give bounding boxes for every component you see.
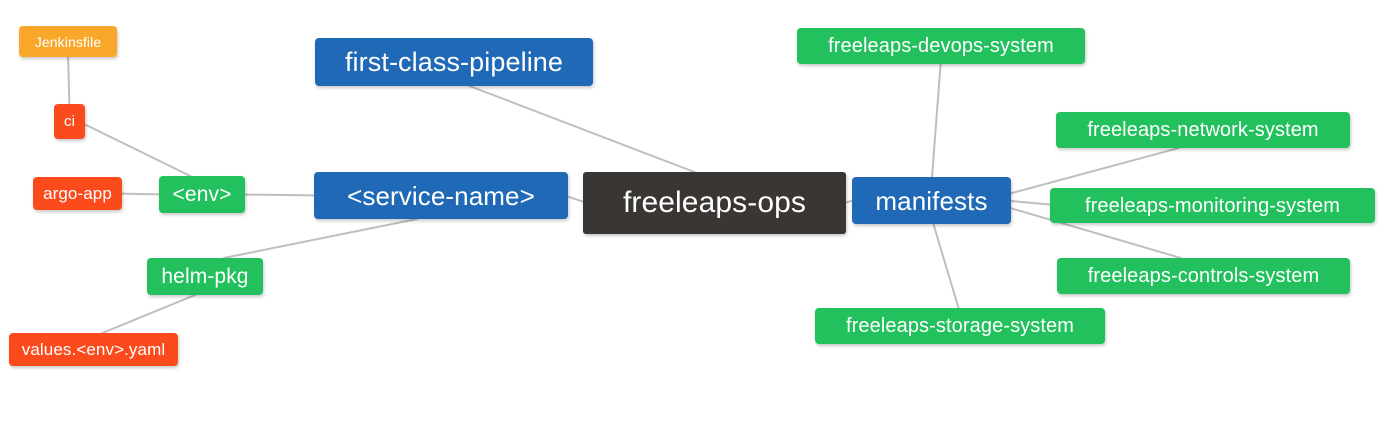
mindmap-node-helm-pkg[interactable]: helm-pkg xyxy=(147,258,263,295)
mindmap-node-freeleaps-devops-system[interactable]: freeleaps-devops-system xyxy=(797,28,1085,64)
mindmap-node-freeleaps-network-system[interactable]: freeleaps-network-system xyxy=(1056,112,1350,148)
mindmap-edge-manifests-to-freeleaps-devops-system xyxy=(931,63,942,178)
mindmap-node-label: argo-app xyxy=(43,184,112,203)
mindmap-node-label: helm-pkg xyxy=(161,265,249,288)
mindmap-node-first-class-pipeline[interactable]: first-class-pipeline xyxy=(315,38,593,86)
mindmap-edge-env-to-argo-app xyxy=(121,192,160,196)
mindmap-node-label: <service-name> xyxy=(347,180,535,211)
mindmap-edge-service-name-to-env xyxy=(244,193,315,197)
mindmap-node-env[interactable]: <env> xyxy=(159,176,245,213)
mindmap-edge-service-name-to-helm-pkg xyxy=(222,218,419,259)
mindmap-node-label: <env> xyxy=(172,183,232,206)
mindmap-node-label: freeleaps-monitoring-system xyxy=(1084,194,1340,217)
mindmap-node-label: first-class-pipeline xyxy=(344,46,564,77)
mindmap-node-values-env-yaml[interactable]: values.<env>.yaml xyxy=(9,333,178,366)
mindmap-node-label: freeleaps-ops xyxy=(622,186,807,219)
mindmap-edge-freeleaps-ops-to-service-name xyxy=(567,195,584,203)
mindmap-node-label: manifests xyxy=(875,185,988,216)
mindmap-edge-env-to-ci xyxy=(84,123,192,177)
mindmap-node-label: freeleaps-network-system xyxy=(1087,119,1319,141)
mindmap-node-freeleaps-monitoring-system[interactable]: freeleaps-monitoring-system xyxy=(1050,188,1375,223)
mindmap-node-jenkinsfile[interactable]: Jenkinsfile xyxy=(19,26,117,57)
mindmap-edge-ci-to-jenkinsfile xyxy=(67,56,71,105)
mindmap-node-freeleaps-storage-system[interactable]: freeleaps-storage-system xyxy=(815,308,1105,344)
mindmap-node-label: ci xyxy=(63,113,76,130)
mindmap-node-label: freeleaps-storage-system xyxy=(845,315,1075,337)
mindmap-edge-manifests-to-freeleaps-network-system xyxy=(1010,147,1180,195)
mindmap-node-freeleaps-controls-system[interactable]: freeleaps-controls-system xyxy=(1057,258,1350,294)
mindmap-node-argo-app[interactable]: argo-app xyxy=(33,177,122,210)
mindmap-node-freeleaps-ops[interactable]: freeleaps-ops xyxy=(583,172,846,234)
mindmap-edge-helm-pkg-to-values-env-yaml xyxy=(101,294,197,334)
mindmap-edge-manifests-to-freeleaps-storage-system xyxy=(932,223,960,309)
mindmap-node-service-name[interactable]: <service-name> xyxy=(314,172,568,219)
mindmap-node-label: Jenkinsfile xyxy=(34,33,102,50)
mindmap-node-label: freeleaps-devops-system xyxy=(828,35,1054,57)
mindmap-edge-freeleaps-ops-to-first-class-pipeline xyxy=(468,85,696,173)
mindmap-node-ci[interactable]: ci xyxy=(54,104,85,139)
mindmap-node-manifests[interactable]: manifests xyxy=(852,177,1011,224)
mindmap-node-label: freeleaps-controls-system xyxy=(1087,265,1320,287)
mindmap-edge-manifests-to-freeleaps-monitoring-system xyxy=(1010,199,1051,206)
mindmap-node-label: values.<env>.yaml xyxy=(21,340,166,359)
